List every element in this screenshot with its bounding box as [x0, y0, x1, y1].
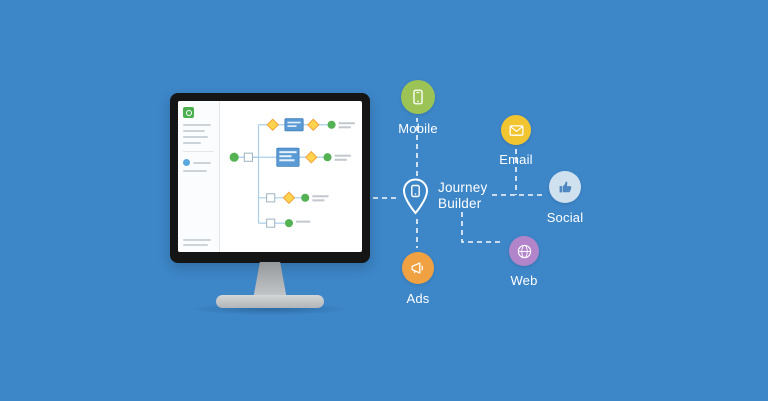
monitor-frame — [170, 93, 370, 263]
sidebar-list-item — [183, 159, 214, 166]
sidebar-text-skeleton — [183, 142, 201, 144]
journey-builder-hub: Journey Builder — [402, 178, 487, 215]
flow-end-node — [284, 219, 294, 228]
sidebar-divider — [183, 151, 214, 152]
web-channel-bubble — [509, 236, 539, 266]
map-pin-icon — [402, 178, 429, 215]
flow-decision-node — [266, 118, 280, 132]
monitor-stand-neck — [253, 262, 287, 297]
journey-flow-canvas — [220, 101, 362, 252]
journey-builder-label-line1: Journey — [438, 180, 488, 195]
ads-channel-bubble — [402, 252, 434, 284]
flow-wait-node — [323, 153, 332, 162]
megaphone-icon — [411, 262, 424, 274]
journey-app-icon — [183, 107, 194, 118]
channel-label-ads: Ads — [406, 291, 430, 306]
sidebar-text-skeleton — [183, 130, 205, 132]
globe-icon — [517, 244, 531, 258]
channel-social: Social — [530, 171, 600, 225]
flow-message-node — [276, 147, 300, 167]
channel-label-email: Email — [499, 152, 533, 167]
channel-label-web: Web — [510, 273, 538, 288]
desktop-monitor — [170, 93, 370, 318]
channel-web: Web — [489, 236, 559, 288]
flow-email-node — [284, 118, 304, 132]
channel-label-mobile: Mobile — [398, 121, 438, 136]
journey-flow-diagram — [229, 118, 355, 228]
sidebar-text-skeleton — [183, 170, 207, 172]
email-channel-bubble — [501, 115, 531, 145]
flow-wait-node — [327, 120, 336, 129]
channel-label-social: Social — [546, 210, 584, 225]
journey-sidebar-panel — [178, 101, 220, 252]
journey-builder-label: Journey Builder — [438, 180, 487, 212]
sidebar-text-skeleton — [183, 239, 211, 241]
flow-decision-node — [282, 191, 296, 205]
channel-mobile: Mobile — [383, 80, 453, 136]
mobile-phone-icon — [413, 89, 423, 105]
monitor-stand-base — [216, 295, 324, 308]
channel-ads: Ads — [383, 252, 453, 306]
flow-wait-node — [266, 218, 276, 228]
journey-builder-label-line2: Builder — [438, 196, 482, 211]
mobile-channel-bubble — [401, 80, 435, 114]
flow-wait-node — [266, 193, 276, 203]
flow-decision-node — [307, 118, 320, 132]
sidebar-text-skeleton — [193, 161, 211, 164]
flow-start-node — [229, 152, 239, 162]
channel-email: Email — [481, 115, 551, 167]
thumbs-up-icon — [559, 181, 572, 193]
envelope-icon — [508, 124, 524, 136]
flow-decision-node — [304, 150, 318, 164]
sidebar-text-skeleton — [183, 244, 208, 246]
sidebar-footer — [183, 239, 214, 246]
flow-wait-node — [301, 193, 310, 202]
flow-wait-node — [243, 152, 253, 162]
sidebar-text-skeleton — [183, 136, 208, 138]
monitor-screen — [178, 101, 362, 252]
sidebar-text-skeleton — [183, 124, 211, 126]
schedule-icon — [183, 159, 190, 166]
social-channel-bubble — [549, 171, 581, 203]
